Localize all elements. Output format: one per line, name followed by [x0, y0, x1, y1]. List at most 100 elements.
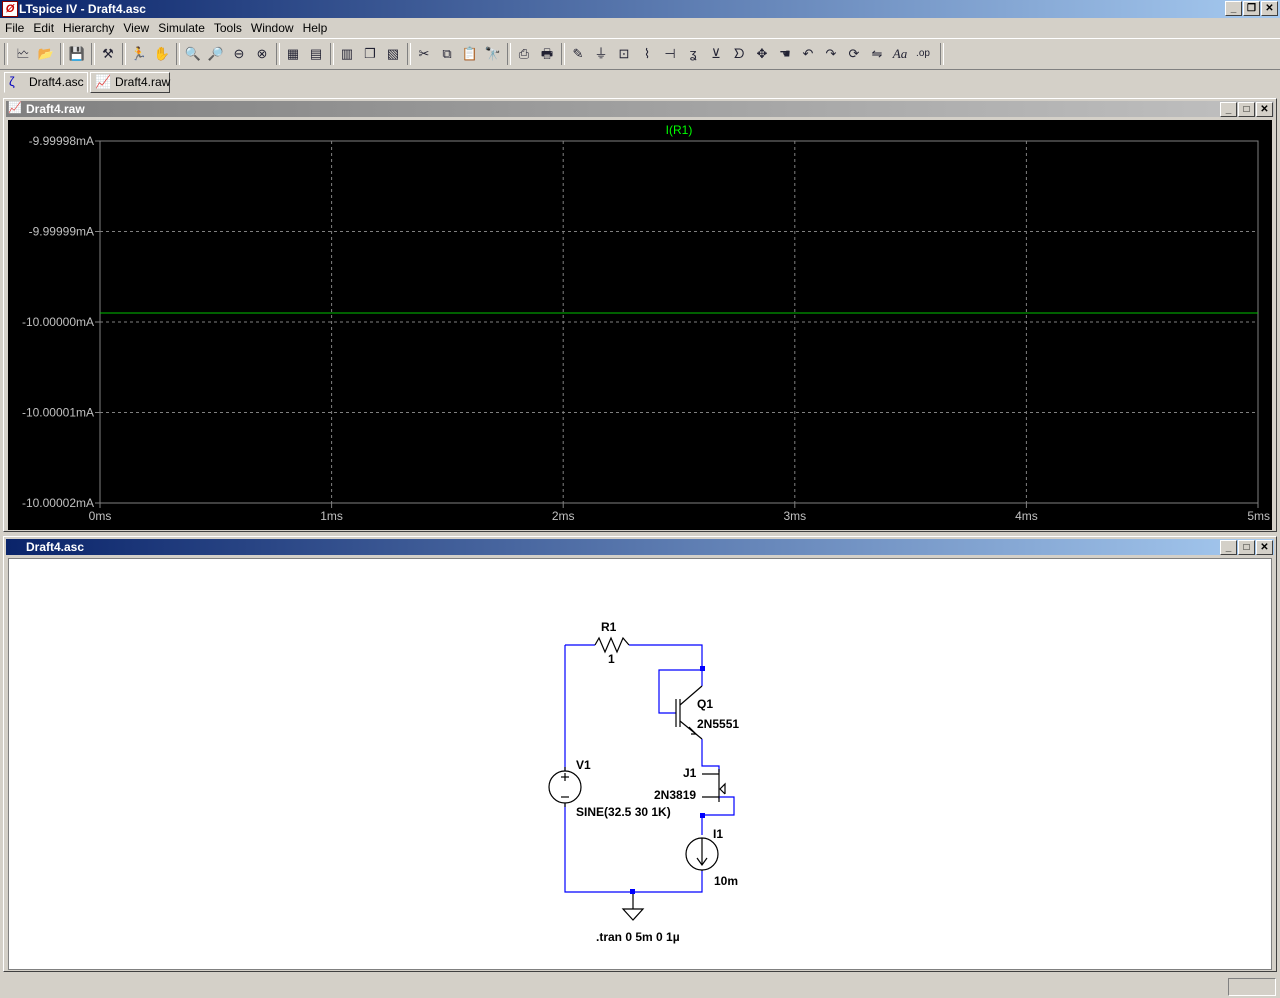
- menu-help[interactable]: Help: [302, 21, 328, 35]
- diode-icon[interactable]: ⊻: [711, 46, 721, 61]
- current-source-i1: [685, 837, 719, 871]
- menu-tools[interactable]: Tools: [213, 21, 242, 35]
- mirror-icon[interactable]: ⇋: [871, 46, 883, 61]
- copy-icon[interactable]: ⧉: [442, 46, 452, 61]
- inductor-icon[interactable]: ʓ: [689, 46, 697, 61]
- document-tabs: ζ Draft4.asc 📈 Draft4.raw: [0, 70, 1280, 94]
- minimize-button[interactable]: _: [1225, 1, 1242, 16]
- tab-draft4-asc[interactable]: ζ Draft4.asc: [4, 72, 88, 93]
- schematic-icon: ζ: [9, 74, 15, 89]
- x-tick-label: 0ms: [89, 509, 112, 523]
- drag-icon[interactable]: ☚: [779, 46, 791, 61]
- spice-directive[interactable]: .tran 0 5m 0 1µ: [596, 930, 680, 944]
- spice-directive-icon[interactable]: .op: [916, 48, 930, 59]
- wires: [564, 644, 735, 893]
- menu-simulate[interactable]: Simulate: [158, 21, 205, 35]
- print-setup-icon[interactable]: ⎙: [518, 46, 530, 61]
- v1-name[interactable]: V1: [576, 758, 591, 772]
- undo-icon[interactable]: ↶: [802, 46, 814, 61]
- halt-icon[interactable]: ✋: [153, 46, 171, 61]
- maximize-button[interactable]: ❐: [1243, 1, 1260, 16]
- i1-name[interactable]: I1: [713, 827, 723, 841]
- v1-value[interactable]: SINE(32.5 30 1K): [576, 805, 671, 819]
- waveform-icon: 📈: [8, 102, 22, 114]
- control-panel-icon[interactable]: ⚒: [102, 46, 114, 61]
- j1-model[interactable]: 2N3819: [654, 788, 696, 802]
- voltage-source-v1: [548, 767, 582, 807]
- y-tick-label: -9.99998mA: [29, 134, 94, 148]
- zoom-fit-icon[interactable]: ⊗: [256, 46, 268, 61]
- open-icon[interactable]: 📂: [37, 46, 55, 61]
- transistor-q1: [675, 685, 703, 740]
- resistor-icon[interactable]: ⌇: [643, 46, 651, 61]
- pan-icon[interactable]: 🔎: [207, 46, 225, 61]
- menu-hierarchy[interactable]: Hierarchy: [63, 21, 115, 35]
- menu-file[interactable]: File: [5, 21, 25, 35]
- save-icon[interactable]: 💾: [68, 46, 86, 61]
- cut-icon[interactable]: ✂: [418, 46, 430, 61]
- status-panel: [1228, 978, 1276, 996]
- x-tick-label: 3ms: [783, 509, 806, 523]
- menu-view[interactable]: View: [123, 21, 150, 35]
- schematic-window-title: Draft4.asc: [26, 540, 85, 554]
- menu-edit[interactable]: Edit: [33, 21, 55, 35]
- grid-icon[interactable]: ▤: [309, 46, 323, 61]
- move-icon[interactable]: ✥: [756, 46, 768, 61]
- label-net-icon[interactable]: ⊡: [618, 46, 630, 61]
- j1-name[interactable]: J1: [683, 766, 697, 780]
- y-tick-label: -9.99999mA: [29, 225, 94, 239]
- waveform-plot[interactable]: -9.99998mA -9.99999mA -10.00000mA -10.00001…: [8, 120, 1272, 530]
- find-icon[interactable]: 🔭: [484, 46, 502, 61]
- schematic-minimize-button[interactable]: _: [1220, 540, 1237, 555]
- tab-draft4-raw[interactable]: 📈 Draft4.raw: [90, 72, 170, 93]
- close-button[interactable]: ✕: [1261, 1, 1278, 16]
- zoom-in-icon[interactable]: 🔍: [184, 46, 202, 61]
- ground-icon[interactable]: ⏚: [594, 46, 608, 61]
- tab-label: Draft4.asc: [29, 75, 84, 89]
- y-axis-ticks: -9.99998mA -9.99999mA -10.00000mA -10.00001…: [22, 134, 100, 510]
- y-tick-label: -10.00000mA: [22, 315, 94, 329]
- schematic-canvas[interactable]: R1 1 Q1 2N5551 V1 SINE(32.5 30 1K) J1 2N…: [8, 558, 1272, 970]
- text-icon[interactable]: Aa: [892, 46, 908, 61]
- tile-vertical-icon[interactable]: ▧: [386, 46, 400, 61]
- waveform-close-button[interactable]: ✕: [1256, 102, 1273, 117]
- component-icon[interactable]: ᗤ: [733, 46, 745, 61]
- capacitor-icon[interactable]: ⊣: [664, 46, 676, 61]
- waveform-maximize-button[interactable]: □: [1238, 102, 1255, 117]
- r1-value[interactable]: 1: [608, 652, 615, 666]
- run-icon[interactable]: 🏃: [130, 46, 148, 61]
- x-tick-label: 4ms: [1015, 509, 1038, 523]
- wire-icon[interactable]: ✎: [572, 46, 584, 61]
- cascade-icon[interactable]: ❐: [364, 46, 376, 61]
- x-tick-label: 5ms: [1247, 509, 1270, 523]
- waveform-window-title-bar: 📈 Draft4.raw _□✕: [6, 101, 1274, 117]
- ground-symbol: [621, 892, 645, 921]
- i1-value[interactable]: 10m: [714, 874, 738, 888]
- y-tick-label: -10.00002mA: [22, 496, 94, 510]
- tile-horizontal-icon[interactable]: ▥: [340, 46, 354, 61]
- q1-name[interactable]: Q1: [697, 697, 713, 711]
- autorange-icon[interactable]: ▦: [286, 46, 300, 61]
- y-tick-label: -10.00001mA: [22, 406, 94, 420]
- rotate-icon[interactable]: ⟳: [848, 46, 860, 61]
- redo-icon[interactable]: ↷: [825, 46, 837, 61]
- status-bar: [0, 975, 1280, 998]
- toolbar: 🗠 📂 💾 ⚒ 🏃 ✋ 🔍 🔎 ⊖ ⊗ ▦ ▤ ▥ ❐ ▧ ✂ ⧉ 📋 🔭 ⎙ …: [0, 38, 1280, 70]
- waveform-icon: 📈: [95, 74, 112, 89]
- schematic-close-button[interactable]: ✕: [1256, 540, 1273, 555]
- paste-icon[interactable]: 📋: [461, 46, 479, 61]
- r1-name[interactable]: R1: [601, 620, 617, 634]
- tab-label: Draft4.raw: [115, 75, 171, 89]
- trace-label[interactable]: I(R1): [666, 123, 693, 137]
- waveform-minimize-button[interactable]: _: [1220, 102, 1237, 117]
- resistor-r1: [594, 636, 630, 654]
- menu-window[interactable]: Window: [250, 21, 294, 35]
- schematic-maximize-button[interactable]: □: [1238, 540, 1255, 555]
- q1-model[interactable]: 2N5551: [697, 717, 739, 731]
- zoom-out-icon[interactable]: ⊖: [233, 46, 245, 61]
- app-title-bar: Ø LTspice IV - Draft4.asc _❐✕: [0, 0, 1280, 18]
- plot-grid: [99, 140, 1259, 504]
- print-icon[interactable]: 🖶: [540, 46, 554, 61]
- new-schematic-icon[interactable]: 🗠: [16, 46, 30, 61]
